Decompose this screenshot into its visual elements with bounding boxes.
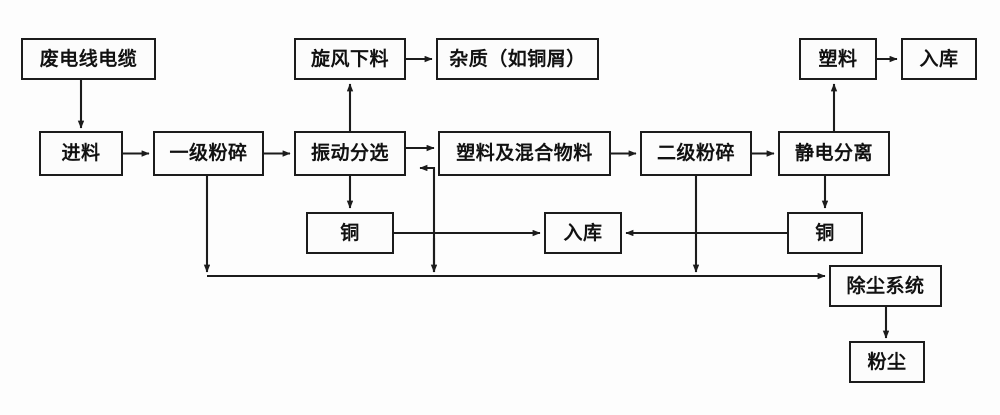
node-label: 铜 xyxy=(815,221,835,244)
node-label: 入库 xyxy=(563,221,603,244)
node-dust-system[interactable]: 除尘系统 xyxy=(829,265,942,307)
node-label: 除尘系统 xyxy=(846,274,925,297)
node-label: 一级粉碎 xyxy=(169,142,248,164)
node-copper-right[interactable]: 铜 xyxy=(787,212,863,254)
node-dust[interactable]: 粉尘 xyxy=(849,341,925,383)
node-feeding[interactable]: 进料 xyxy=(39,131,123,176)
node-label: 进料 xyxy=(61,142,101,164)
node-label: 粉尘 xyxy=(867,350,907,373)
node-electrostatic-separation[interactable]: 静电分离 xyxy=(778,131,890,176)
node-label: 入库 xyxy=(919,47,959,70)
node-plastic-mixed[interactable]: 塑料及混合物料 xyxy=(438,131,611,176)
node-label: 铜 xyxy=(340,221,360,244)
node-plastic-top[interactable]: 塑料 xyxy=(799,38,877,80)
node-primary-crush[interactable]: 一级粉碎 xyxy=(153,131,264,176)
node-label: 二级粉碎 xyxy=(656,142,735,164)
node-warehouse-top[interactable]: 入库 xyxy=(901,38,977,80)
node-vibration-sort[interactable]: 振动分选 xyxy=(294,131,406,176)
node-label: 塑料及混合物料 xyxy=(456,142,593,164)
node-copper-left[interactable]: 铜 xyxy=(306,212,394,254)
edge-vibration-sort-to-dust-trunk xyxy=(419,164,436,272)
node-label: 杂质（如铜屑） xyxy=(449,47,586,70)
node-warehouse-mid[interactable]: 入库 xyxy=(544,212,622,254)
node-label: 振动分选 xyxy=(310,142,389,164)
node-label: 旋风下料 xyxy=(310,47,389,70)
node-cyclone-feed[interactable]: 旋风下料 xyxy=(294,38,406,80)
node-label: 静电分离 xyxy=(794,142,873,164)
node-waste-cable[interactable]: 废电线电缆 xyxy=(21,38,156,80)
node-impurities[interactable]: 杂质（如铜屑） xyxy=(436,38,599,80)
node-secondary-crush[interactable]: 二级粉碎 xyxy=(640,131,752,176)
node-label: 废电线电缆 xyxy=(39,47,138,70)
node-label: 塑料 xyxy=(818,47,858,70)
